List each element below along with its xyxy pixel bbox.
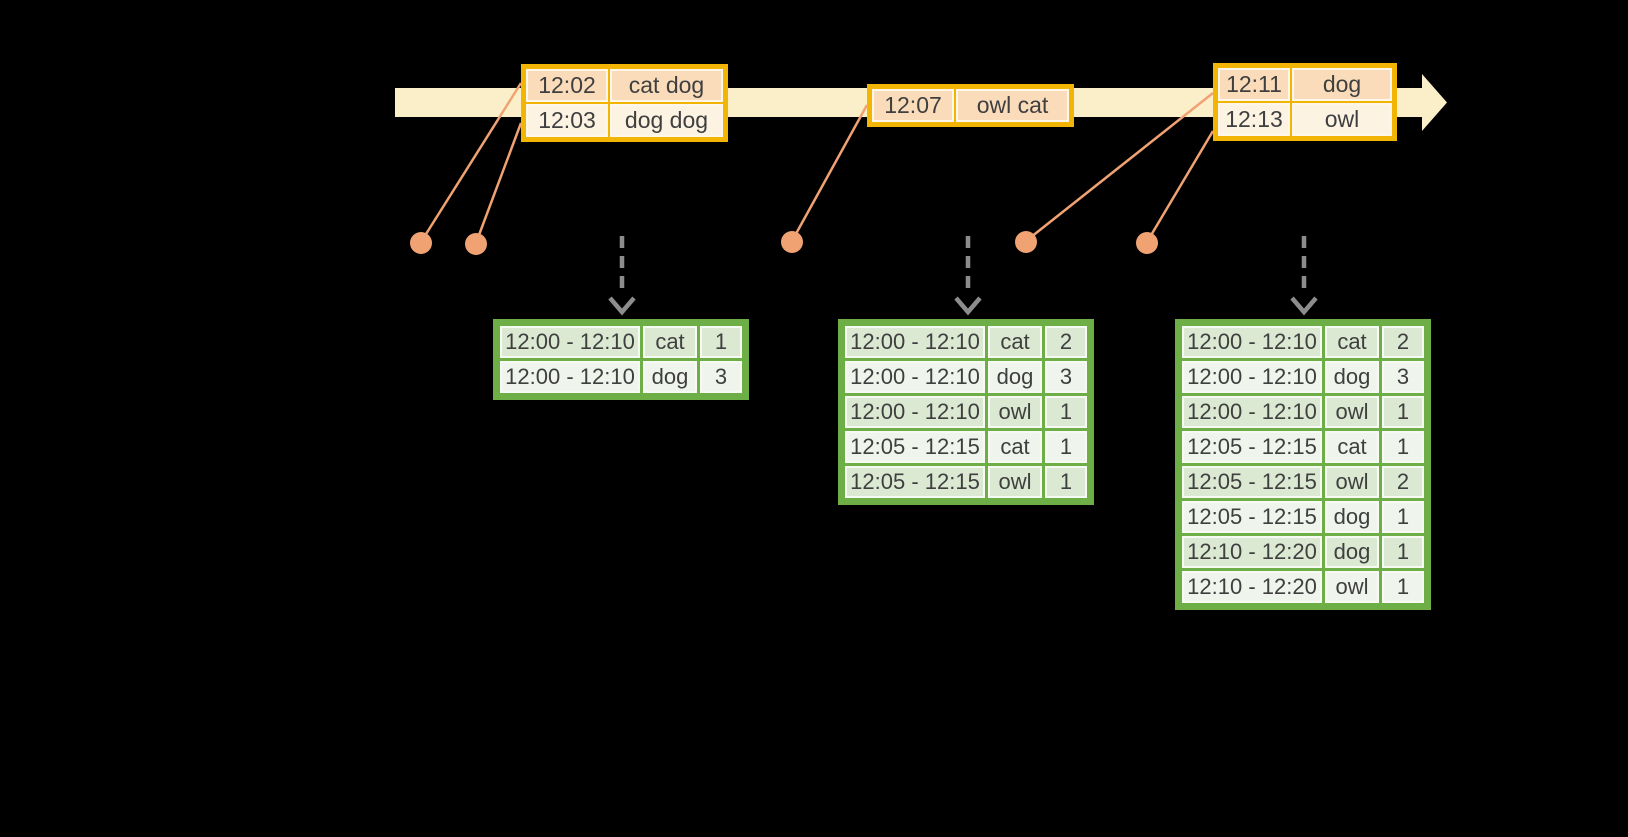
table-cell: 1 <box>1382 536 1424 568</box>
table-cell: 12:00 - 12:10 <box>500 326 640 358</box>
table-cell: owl <box>1292 103 1392 136</box>
table-cell: 3 <box>1045 361 1087 393</box>
table-cell: 1 <box>1382 396 1424 428</box>
table-cell: owl cat <box>956 89 1069 122</box>
table-cell: 12:05 - 12:15 <box>845 431 985 463</box>
table-cell: 2 <box>1045 326 1087 358</box>
table-cell: 12:05 - 12:15 <box>845 466 985 498</box>
table-cell: dog <box>1292 68 1392 101</box>
table-cell: dog dog <box>610 104 723 137</box>
table-cell: 12:00 - 12:10 <box>1182 396 1322 428</box>
table-cell: 12:05 - 12:15 <box>1182 501 1322 533</box>
table-cell: owl <box>1325 571 1379 603</box>
event-dot <box>1136 232 1158 254</box>
table-cell: 1 <box>1045 396 1087 428</box>
table-cell: dog <box>1325 361 1379 393</box>
table-cell: 12:05 - 12:15 <box>1182 466 1322 498</box>
table-cell: 1 <box>1045 431 1087 463</box>
table-cell: 12:02 <box>526 69 608 102</box>
table-cell: cat <box>988 326 1042 358</box>
event-connector-line <box>1025 92 1214 242</box>
table-cell: cat <box>988 431 1042 463</box>
table-cell: 1 <box>1045 466 1087 498</box>
table-cell: 12:00 - 12:10 <box>845 396 985 428</box>
event-connector-line <box>474 122 523 244</box>
event-dot <box>410 232 432 254</box>
event-connector-line <box>419 82 523 243</box>
table-cell: 12:03 <box>526 104 608 137</box>
table-cell: 12:00 - 12:10 <box>1182 361 1322 393</box>
table-cell: 1 <box>700 326 742 358</box>
table-cell: 3 <box>1382 361 1424 393</box>
table-cell: dog <box>643 361 697 393</box>
table-cell: dog <box>1325 501 1379 533</box>
table-cell: cat <box>1325 431 1379 463</box>
table-cell: 2 <box>1382 466 1424 498</box>
table-cell: 1 <box>1382 571 1424 603</box>
table-cell: 12:10 - 12:20 <box>1182 536 1322 568</box>
table-cell: 12:05 - 12:15 <box>1182 431 1322 463</box>
event-dot <box>465 233 487 255</box>
table-cell: 12:10 - 12:20 <box>1182 571 1322 603</box>
table-cell: cat dog <box>610 69 723 102</box>
table-cell: owl <box>988 396 1042 428</box>
table-cell: owl <box>988 466 1042 498</box>
timeline-arrowhead-icon <box>1422 74 1447 131</box>
trigger-arrow-icon <box>608 236 636 316</box>
trigger-arrow-icon <box>954 236 982 316</box>
table-cell: 12:00 - 12:10 <box>1182 326 1322 358</box>
table-cell: dog <box>1325 536 1379 568</box>
table-cell: 12:13 <box>1218 103 1290 136</box>
table-cell: owl <box>1325 396 1379 428</box>
table-cell: owl <box>1325 466 1379 498</box>
table-cell: 12:00 - 12:10 <box>845 361 985 393</box>
table-cell: 1 <box>1382 501 1424 533</box>
table-cell: cat <box>643 326 697 358</box>
event-dot <box>781 231 803 253</box>
table-cell: dog <box>988 361 1042 393</box>
table-cell: 12:00 - 12:10 <box>845 326 985 358</box>
event-dot <box>1015 231 1037 253</box>
trigger-arrow-icon <box>1290 236 1318 316</box>
event-connector-line <box>1145 130 1215 243</box>
event-connector-line <box>790 104 869 242</box>
table-cell: 2 <box>1382 326 1424 358</box>
table-cell: 12:07 <box>872 89 954 122</box>
table-cell: 12:00 - 12:10 <box>500 361 640 393</box>
table-cell: cat <box>1325 326 1379 358</box>
table-cell: 12:11 <box>1218 68 1290 101</box>
table-cell: 1 <box>1382 431 1424 463</box>
table-cell: 3 <box>700 361 742 393</box>
